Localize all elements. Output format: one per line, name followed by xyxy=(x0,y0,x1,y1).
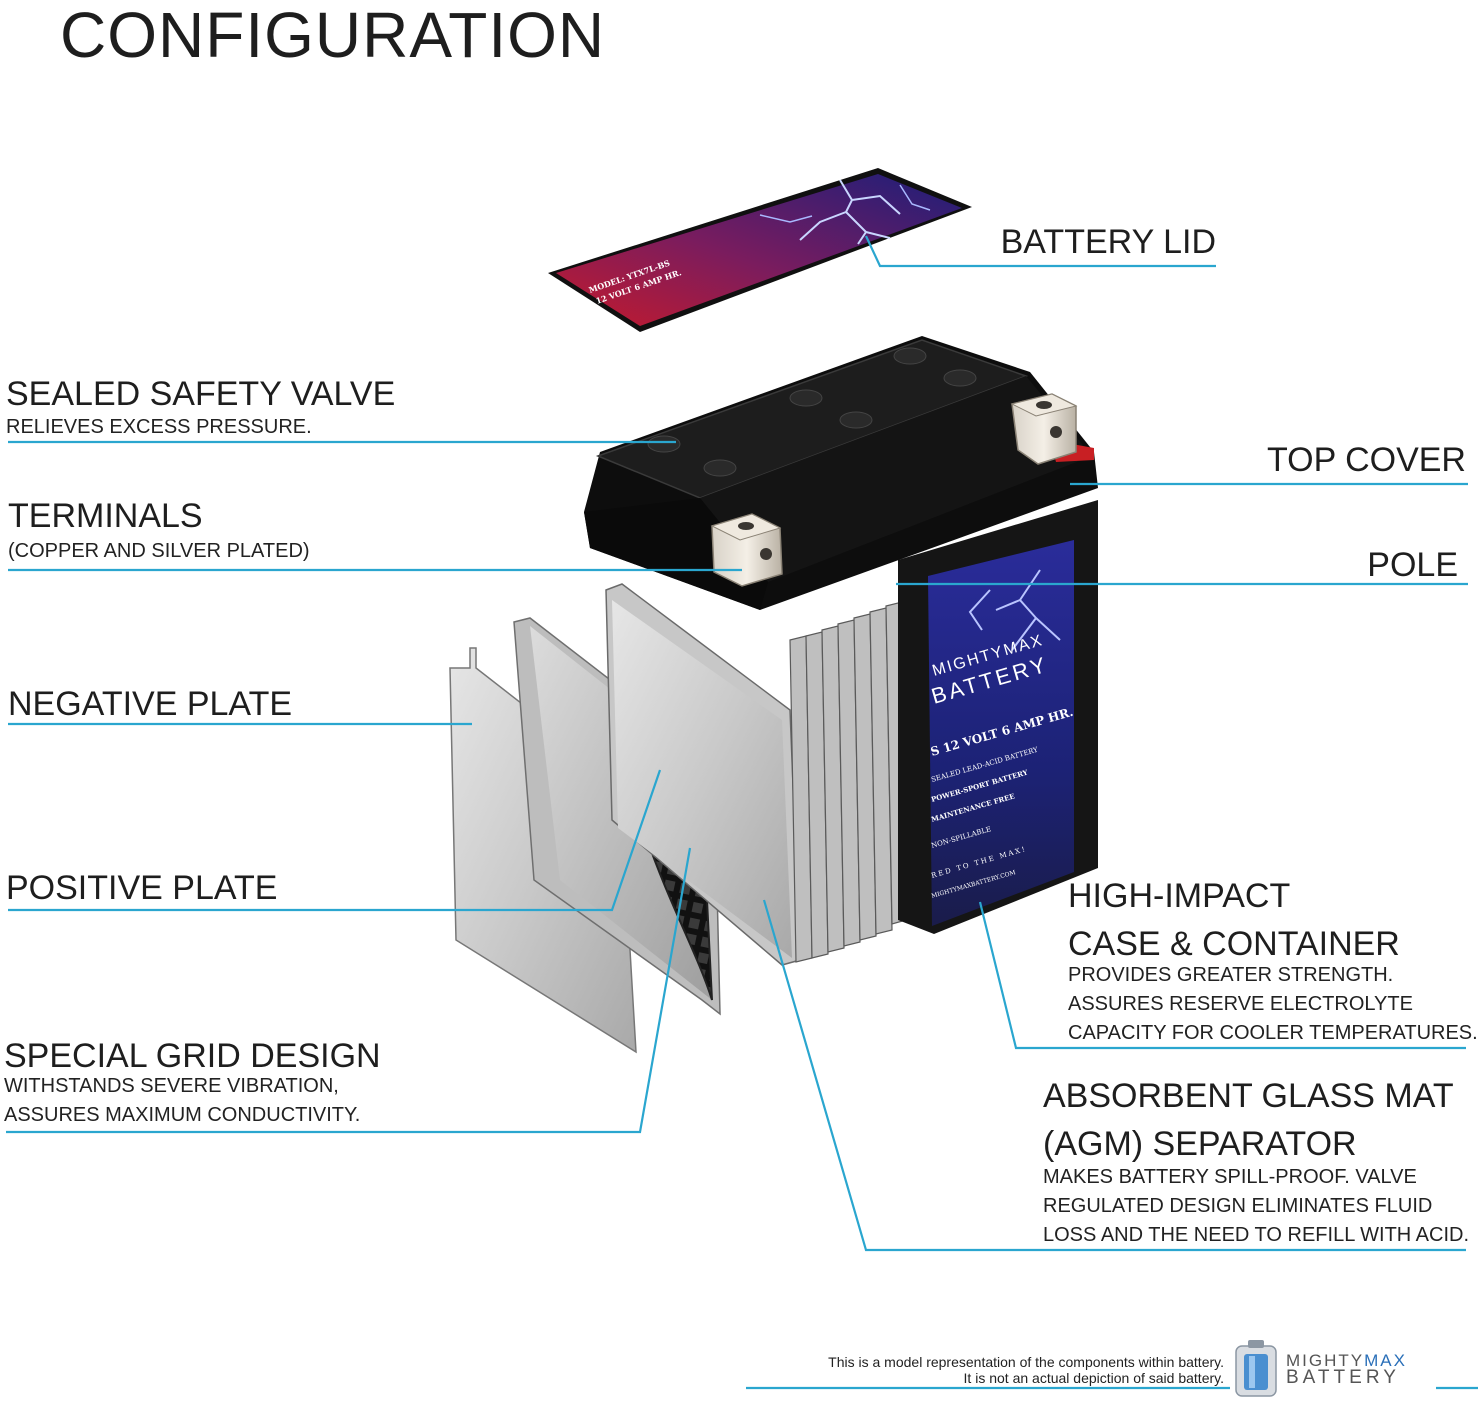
case-container-desc-2: ASSURES RESERVE ELECTROLYTE xyxy=(1068,993,1413,1015)
agm-separator-desc-1: MAKES BATTERY SPILL-PROOF. VALVE xyxy=(1043,1166,1417,1188)
footer-note-line-1: This is a model representation of the co… xyxy=(828,1354,1224,1370)
sealed-safety-valve-desc: RELIEVES EXCESS PRESSURE. xyxy=(6,416,312,438)
negative-plate-heading: NEGATIVE PLATE xyxy=(8,685,293,723)
special-grid-desc-1: WITHSTANDS SEVERE VIBRATION, xyxy=(4,1075,339,1097)
case-container-desc-1: PROVIDES GREATER STRENGTH. xyxy=(1068,964,1394,986)
footer-logo-mighty: MIGHTY xyxy=(1286,1351,1365,1370)
battery-lid-heading: BATTERY LID xyxy=(1000,223,1216,261)
leader-positive-plate xyxy=(8,769,662,912)
positive-plate-heading: POSITIVE PLATE xyxy=(6,869,278,907)
leader-special-grid xyxy=(6,847,692,1134)
special-grid-desc-2: ASSURES MAXIMUM CONDUCTIVITY. xyxy=(4,1104,361,1126)
agm-separator-desc-2: REGULATED DESIGN ELIMINATES FLUID xyxy=(1043,1195,1433,1217)
terminals xyxy=(710,393,1078,587)
top-cover-heading: TOP COVER xyxy=(1266,441,1466,479)
agm-separator-desc-3: LOSS AND THE NEED TO REFILL WITH ACID. xyxy=(1043,1224,1470,1246)
leader-lines xyxy=(6,235,1478,1390)
terminals-desc: (COPPER AND SILVER PLATED) xyxy=(8,540,310,562)
case-container-desc-3: CAPACITY FOR COOLER TEMPERATURES. xyxy=(1068,1022,1478,1044)
special-grid-heading: SPECIAL GRID DESIGN xyxy=(4,1037,381,1075)
agm-separator-heading-1: ABSORBENT GLASS MAT xyxy=(1043,1077,1454,1115)
battery-lid: MODEL: YTX7L-BS 12 VOLT 6 AMP HR. xyxy=(548,168,972,332)
leader-case-container xyxy=(978,901,1466,1050)
footer-logo-max: MAX xyxy=(1364,1351,1407,1370)
agm-separator-heading-2: (AGM) SEPARATOR xyxy=(1043,1125,1357,1163)
sealed-safety-valve-heading: SEALED SAFETY VALVE xyxy=(6,375,396,413)
plates xyxy=(449,583,907,1054)
pole-heading: POLE xyxy=(1367,546,1458,584)
battery-logo-icon xyxy=(1235,1340,1277,1397)
leader-battery-lid xyxy=(865,235,1216,268)
battery-case: MIGHTYMAX BATTERY S 12 VOLT 6 AMP HR. SE… xyxy=(898,500,1098,934)
case-container-heading-1: HIGH-IMPACT xyxy=(1068,877,1291,915)
case-container-heading-2: CASE & CONTAINER xyxy=(1068,925,1400,963)
footer-note-line-2: It is not an actual depiction of said ba… xyxy=(963,1370,1224,1386)
leader-agm-separator xyxy=(762,899,1466,1252)
page-title: CONFIGURATION xyxy=(60,0,606,71)
footer-logo-top: MIGHTYMAX xyxy=(1286,1352,1407,1370)
terminals-heading: TERMINALS xyxy=(8,497,203,535)
footer-logo-bottom: BATTERY xyxy=(1286,1367,1400,1388)
